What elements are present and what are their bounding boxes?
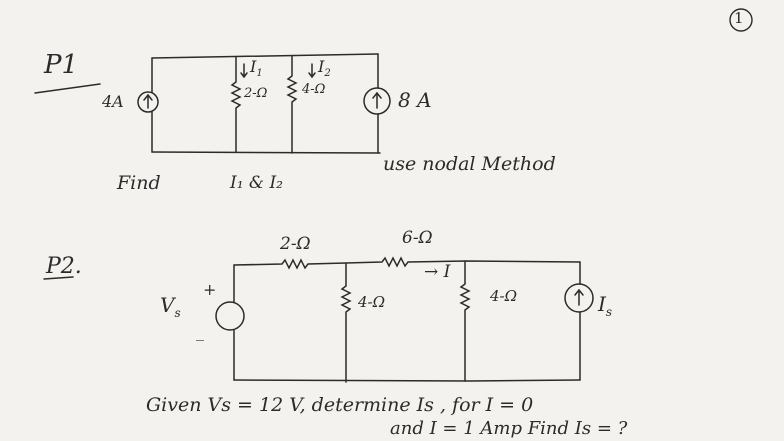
p1-i1-label: I1 — [250, 57, 263, 80]
p2-bottom-line: and I = 1 Amp Find Is = ? — [390, 418, 628, 439]
p1-i2-label: I2 — [318, 57, 331, 80]
p2-r-mid1-label: 4-Ω — [358, 293, 386, 311]
p1-r1-label: 2-Ω — [244, 86, 268, 101]
p2-is-label: Is — [598, 292, 613, 319]
p1-source-4a — [137, 91, 159, 113]
p2-vs-label: Vs — [160, 293, 181, 320]
p1-source-8a-label: 8 A — [398, 88, 432, 112]
p2-plus-sign: + — [203, 280, 217, 299]
p1-r2-label: 4-Ω — [302, 82, 326, 97]
p2-r-right-label: 4-Ω — [490, 287, 518, 305]
p1-bottom-wire — [151, 151, 381, 154]
p2-given-line: Given Vs = 12 V, determine Is , for I = … — [146, 394, 534, 416]
p2-r-top2-label: 6-Ω — [402, 228, 433, 248]
p1-underline — [34, 83, 101, 94]
p2-current-i-label: → I — [424, 262, 451, 282]
p1-source-4a-label: 4A — [102, 92, 124, 111]
p2-label: P2. — [46, 254, 82, 279]
p2-top-wire — [233, 256, 581, 270]
page-number: 1 — [734, 9, 744, 27]
page-number-circle — [729, 8, 753, 32]
p2-resistor-4ohm-b — [459, 260, 471, 382]
p2-voltage-source — [215, 301, 245, 331]
p1-method-text: use nodal Method — [383, 153, 556, 175]
p2-circuit — [43, 256, 594, 383]
p2-r-top1-label: 2-Ω — [280, 234, 311, 254]
p1-find-vars: I₁ & I₂ — [230, 173, 284, 193]
p1-resistor-4ohm — [286, 55, 298, 154]
p2-minus-sign: _ — [196, 322, 204, 341]
p2-bottom-wire — [233, 379, 581, 382]
p2-current-source — [564, 283, 594, 313]
p1-top-wire — [151, 53, 379, 59]
p1-find-text: Find — [117, 172, 161, 194]
p2-resistor-4ohm-a — [340, 262, 352, 383]
p1-source-8a — [363, 87, 391, 115]
p1-label: P1 — [44, 50, 79, 80]
p1-resistor-2ohm — [230, 56, 242, 153]
p1-circuit — [34, 53, 391, 154]
